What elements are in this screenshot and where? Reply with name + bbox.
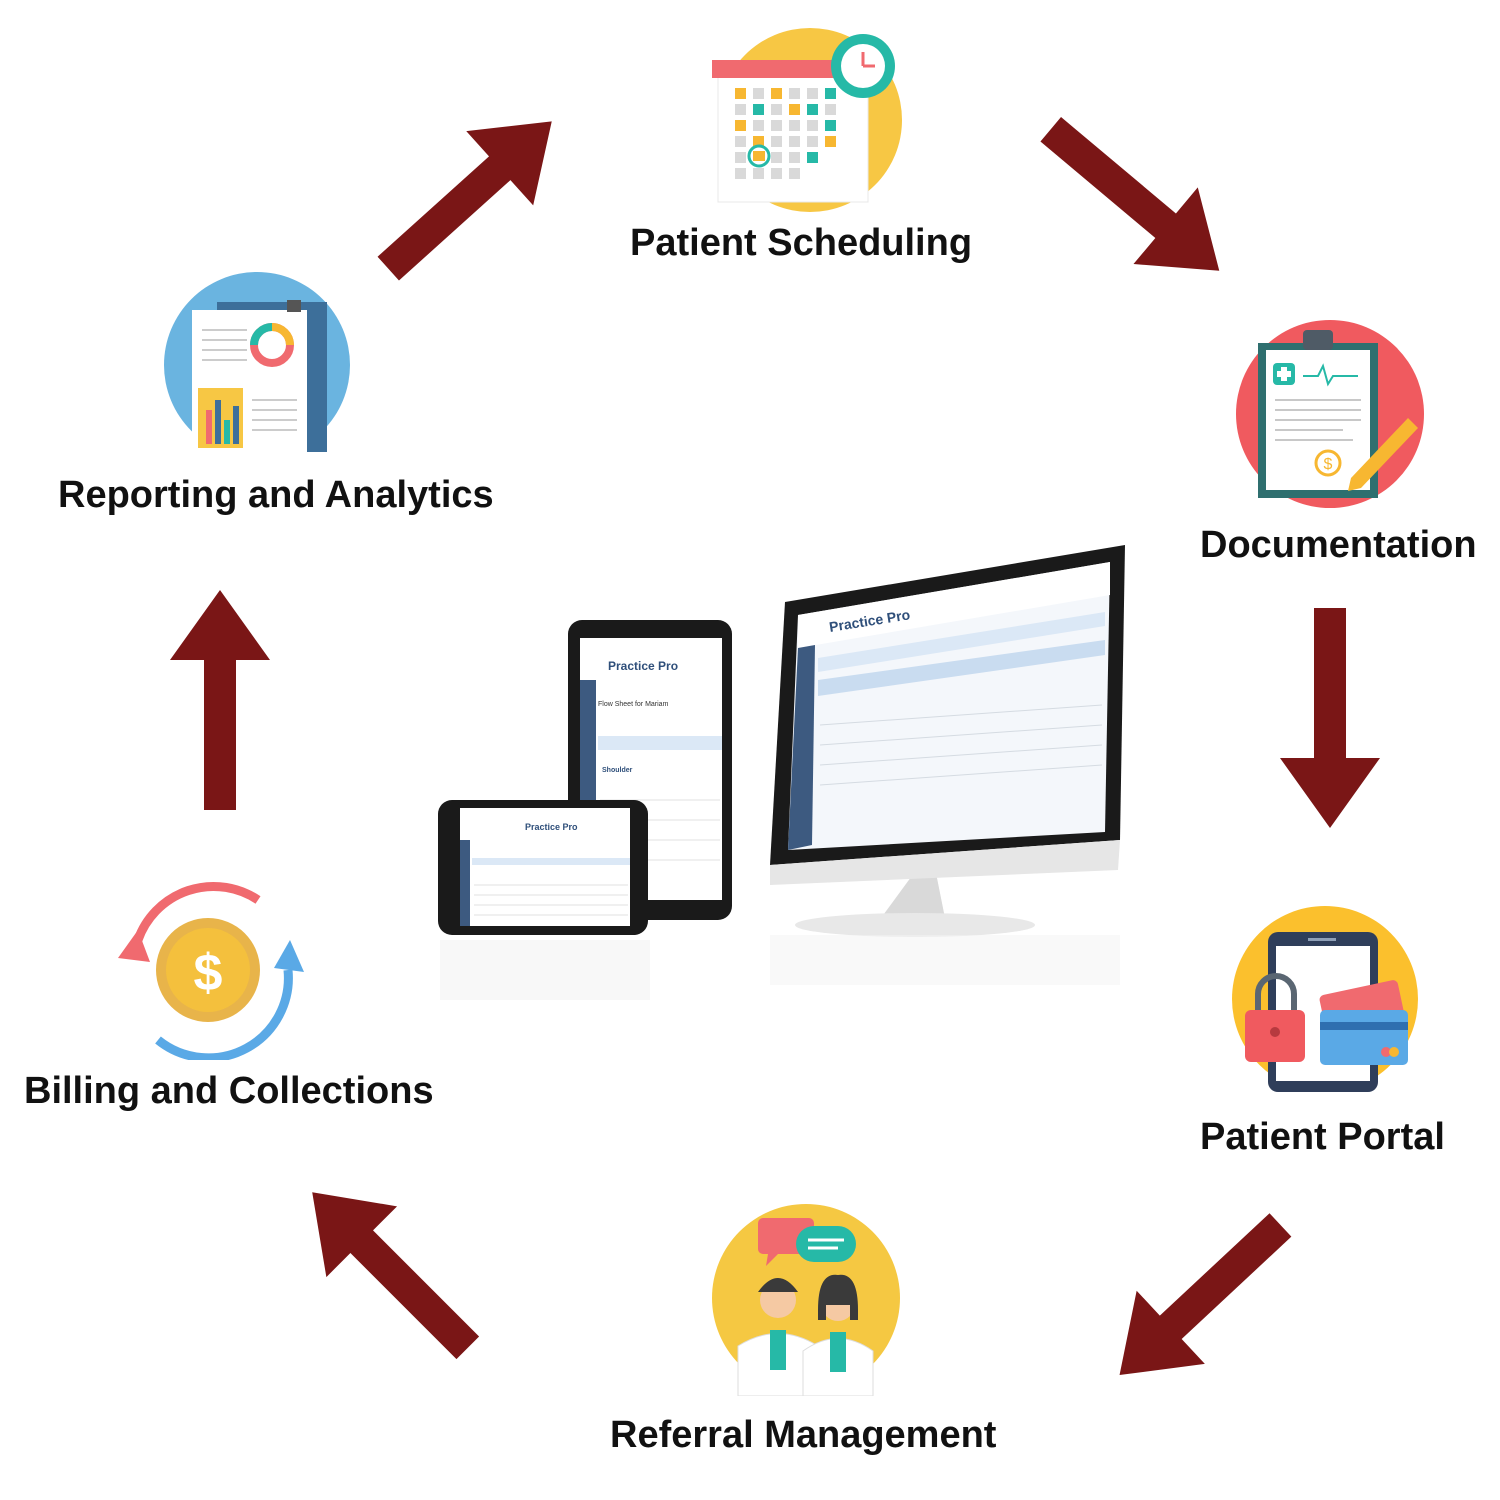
node-label-reporting: Reporting and Analytics <box>58 474 494 516</box>
arrow-to-scheduling <box>354 84 586 306</box>
phone-lock-card-icon <box>1232 906 1418 1092</box>
node-label-billing: Billing and Collections <box>24 1070 434 1112</box>
node-label-referral: Referral Management <box>610 1414 997 1456</box>
doctors-chat-icon <box>712 1204 900 1396</box>
svg-text:$: $ <box>194 944 223 1002</box>
node-label-scheduling: Patient Scheduling <box>630 222 973 264</box>
tablet-screen-title: Flow Sheet for Mariam <box>598 701 669 708</box>
arrow-to-billing <box>276 1156 504 1384</box>
arrow-to-reporting <box>170 590 270 810</box>
arrow-to-referral <box>1085 1188 1315 1412</box>
node-label-portal: Patient Portal <box>1200 1116 1445 1158</box>
arrow-to-portal <box>1280 608 1380 828</box>
clipboard-medical-icon: $ <box>1236 320 1424 508</box>
report-charts-icon <box>164 272 350 460</box>
dollar-cycle-icon: $ <box>118 882 304 1060</box>
node-label-documentation: Documentation <box>1200 524 1477 566</box>
tablet-section: Shoulder <box>602 767 633 774</box>
calendar-clock-icon <box>712 28 902 212</box>
tablet-brand: Practice Pro <box>608 659 678 673</box>
arrow-to-documentation <box>1018 90 1252 310</box>
devices-illustration: Practice Pro Practice Pro Flow Sheet for… <box>438 545 1125 1000</box>
phone-brand: Practice Pro <box>525 822 578 832</box>
svg-text:$: $ <box>1324 456 1333 473</box>
